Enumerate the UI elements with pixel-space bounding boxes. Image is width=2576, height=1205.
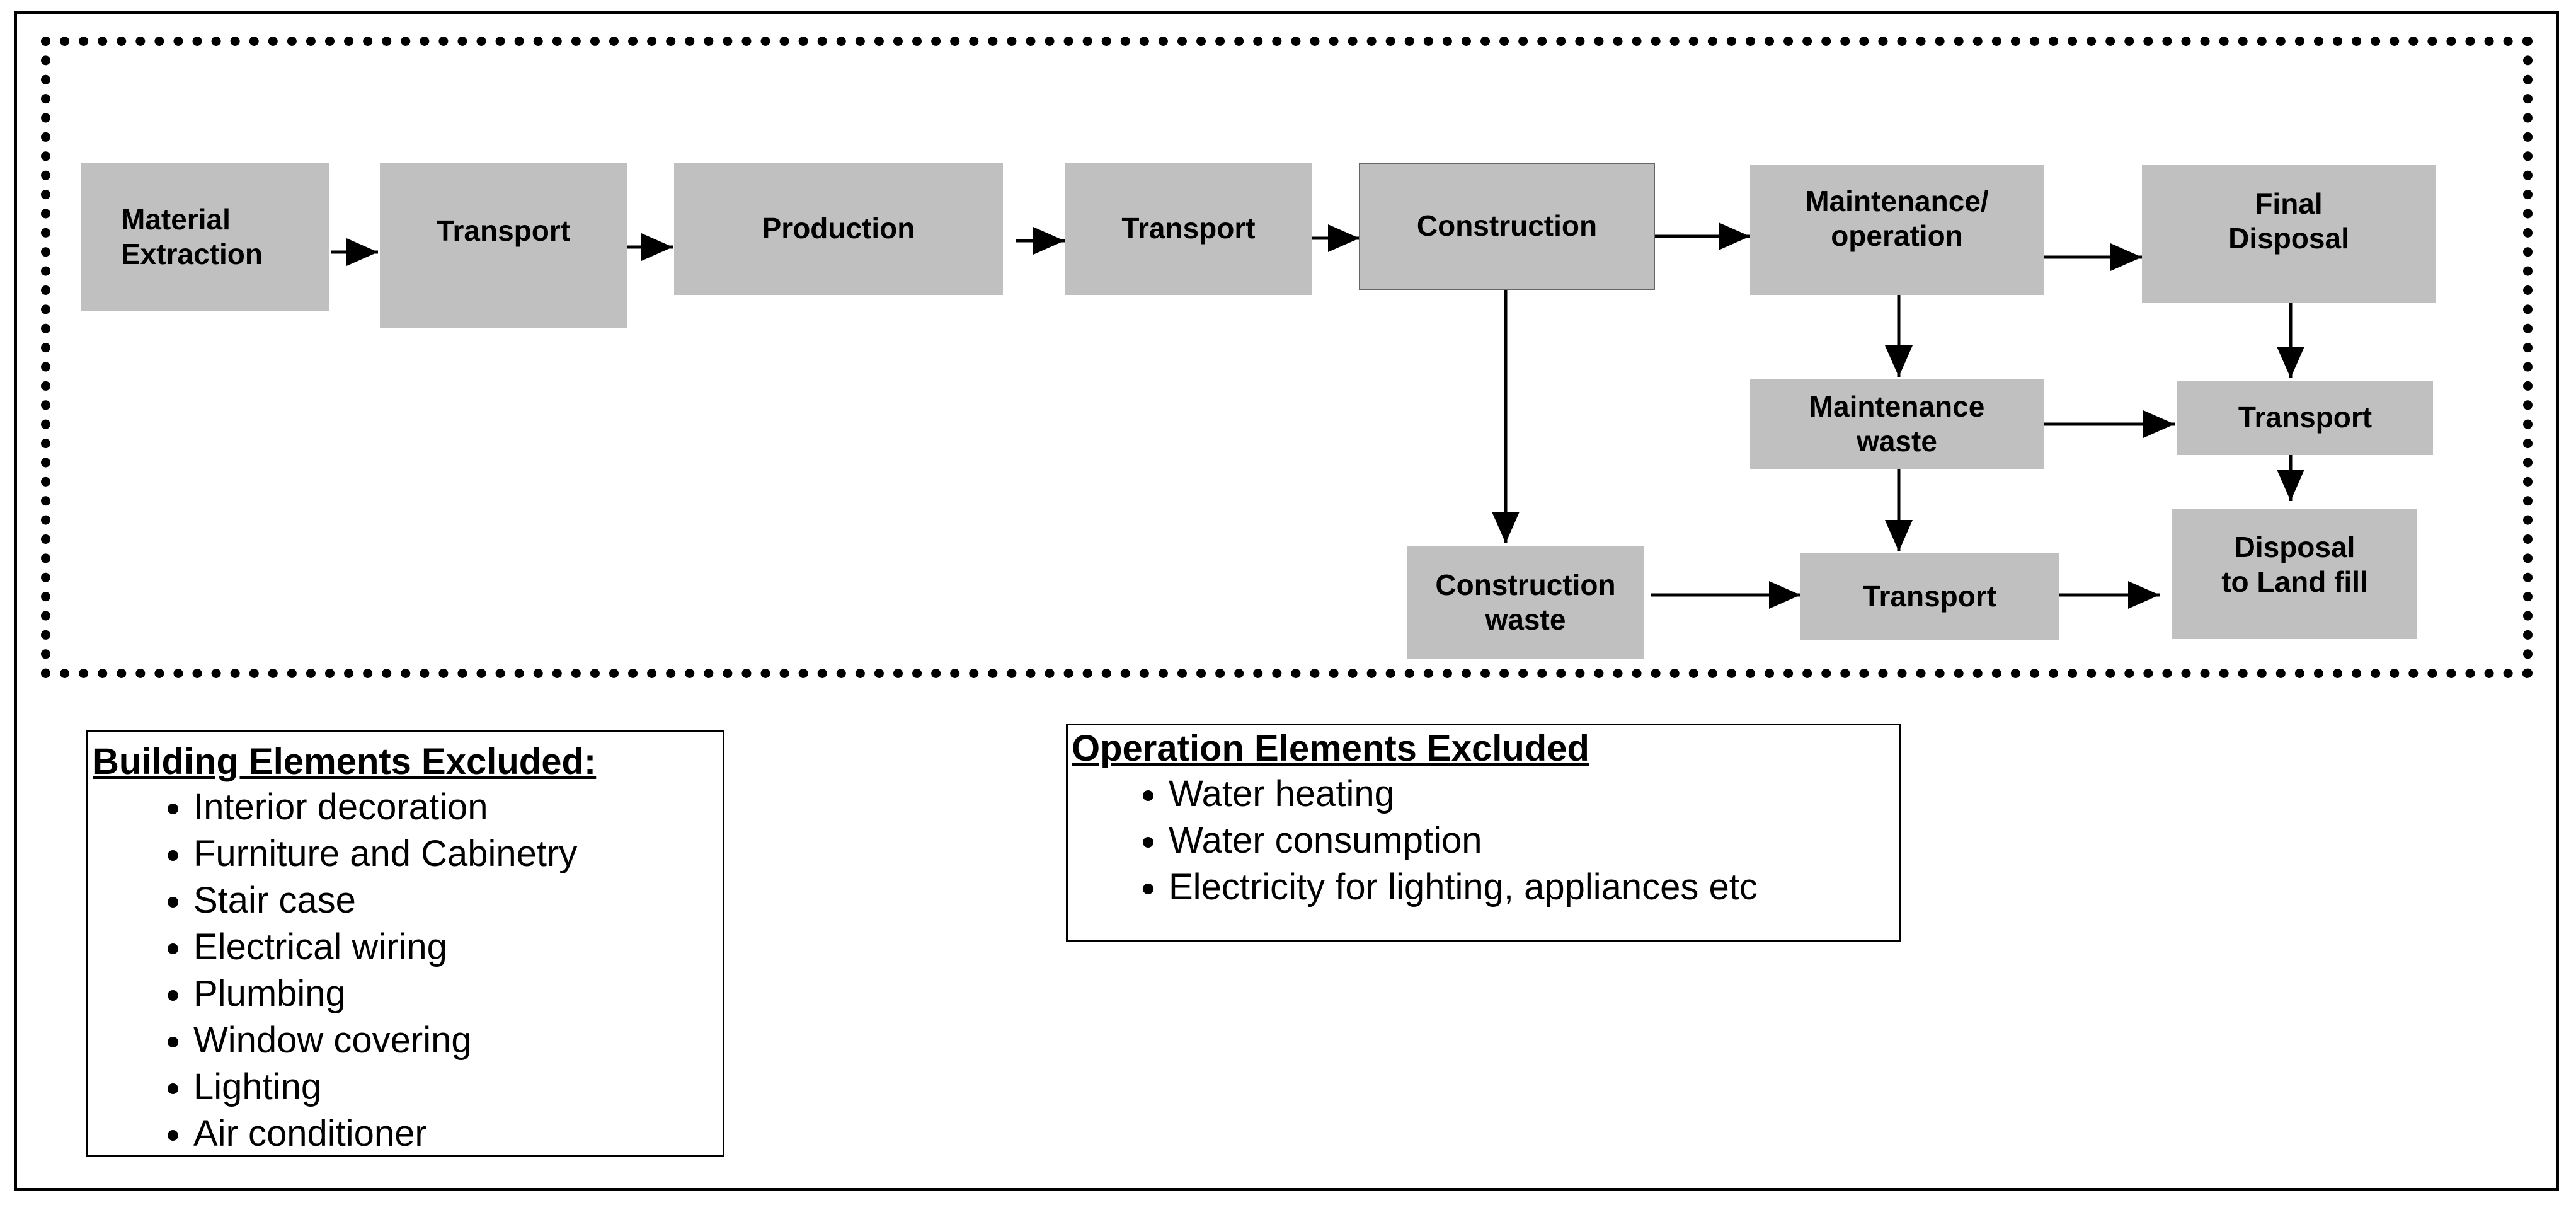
node-maintenance-waste: Maintenance waste [1750, 379, 2044, 469]
node-construction-waste: Construction waste [1407, 546, 1644, 659]
system-boundary [41, 37, 2533, 678]
outer-frame [14, 11, 2559, 1191]
node-production: Production [674, 163, 1003, 295]
node-final-disposal: Final Disposal [2142, 165, 2436, 303]
legend-operation-title: Operation Elements Excluded [1072, 728, 1589, 769]
legend-operation-list: Water heating Water consumption Electric… [1072, 771, 1899, 911]
node-transport-1: Transport [380, 163, 627, 328]
legend-operation-elements: Operation Elements Excluded Water heatin… [1066, 724, 1901, 942]
list-item: Electrical wiring [193, 924, 723, 971]
list-item: Water consumption [1169, 817, 1899, 864]
list-item: Water heating [1169, 771, 1899, 817]
list-item: Window covering [193, 1017, 723, 1064]
list-item: Lighting [193, 1064, 723, 1110]
list-item: Furniture and Cabinetry [193, 831, 723, 877]
list-item: Air conditioner [193, 1110, 723, 1157]
node-material-extraction: Material Extraction [81, 163, 329, 311]
node-transport-4: Transport [1800, 553, 2059, 640]
node-transport-2: Transport [1065, 163, 1312, 295]
node-transport-3: Transport [2177, 381, 2433, 455]
legend-building-elements: Building Elements Excluded: Interior dec… [86, 730, 724, 1157]
legend-building-list: Interior decoration Furniture and Cabine… [93, 784, 723, 1157]
list-item: Interior decoration [193, 784, 723, 831]
node-disposal-to-landfill: Disposal to Land fill [2172, 509, 2417, 639]
list-item: Electricity for lighting, appliances etc [1169, 864, 1899, 911]
node-maintenance-operation: Maintenance/ operation [1750, 165, 2044, 295]
list-item: Plumbing [193, 971, 723, 1017]
node-construction: Construction [1359, 163, 1655, 290]
list-item: Stair case [193, 877, 723, 924]
legend-building-title: Building Elements Excluded: [93, 741, 597, 782]
